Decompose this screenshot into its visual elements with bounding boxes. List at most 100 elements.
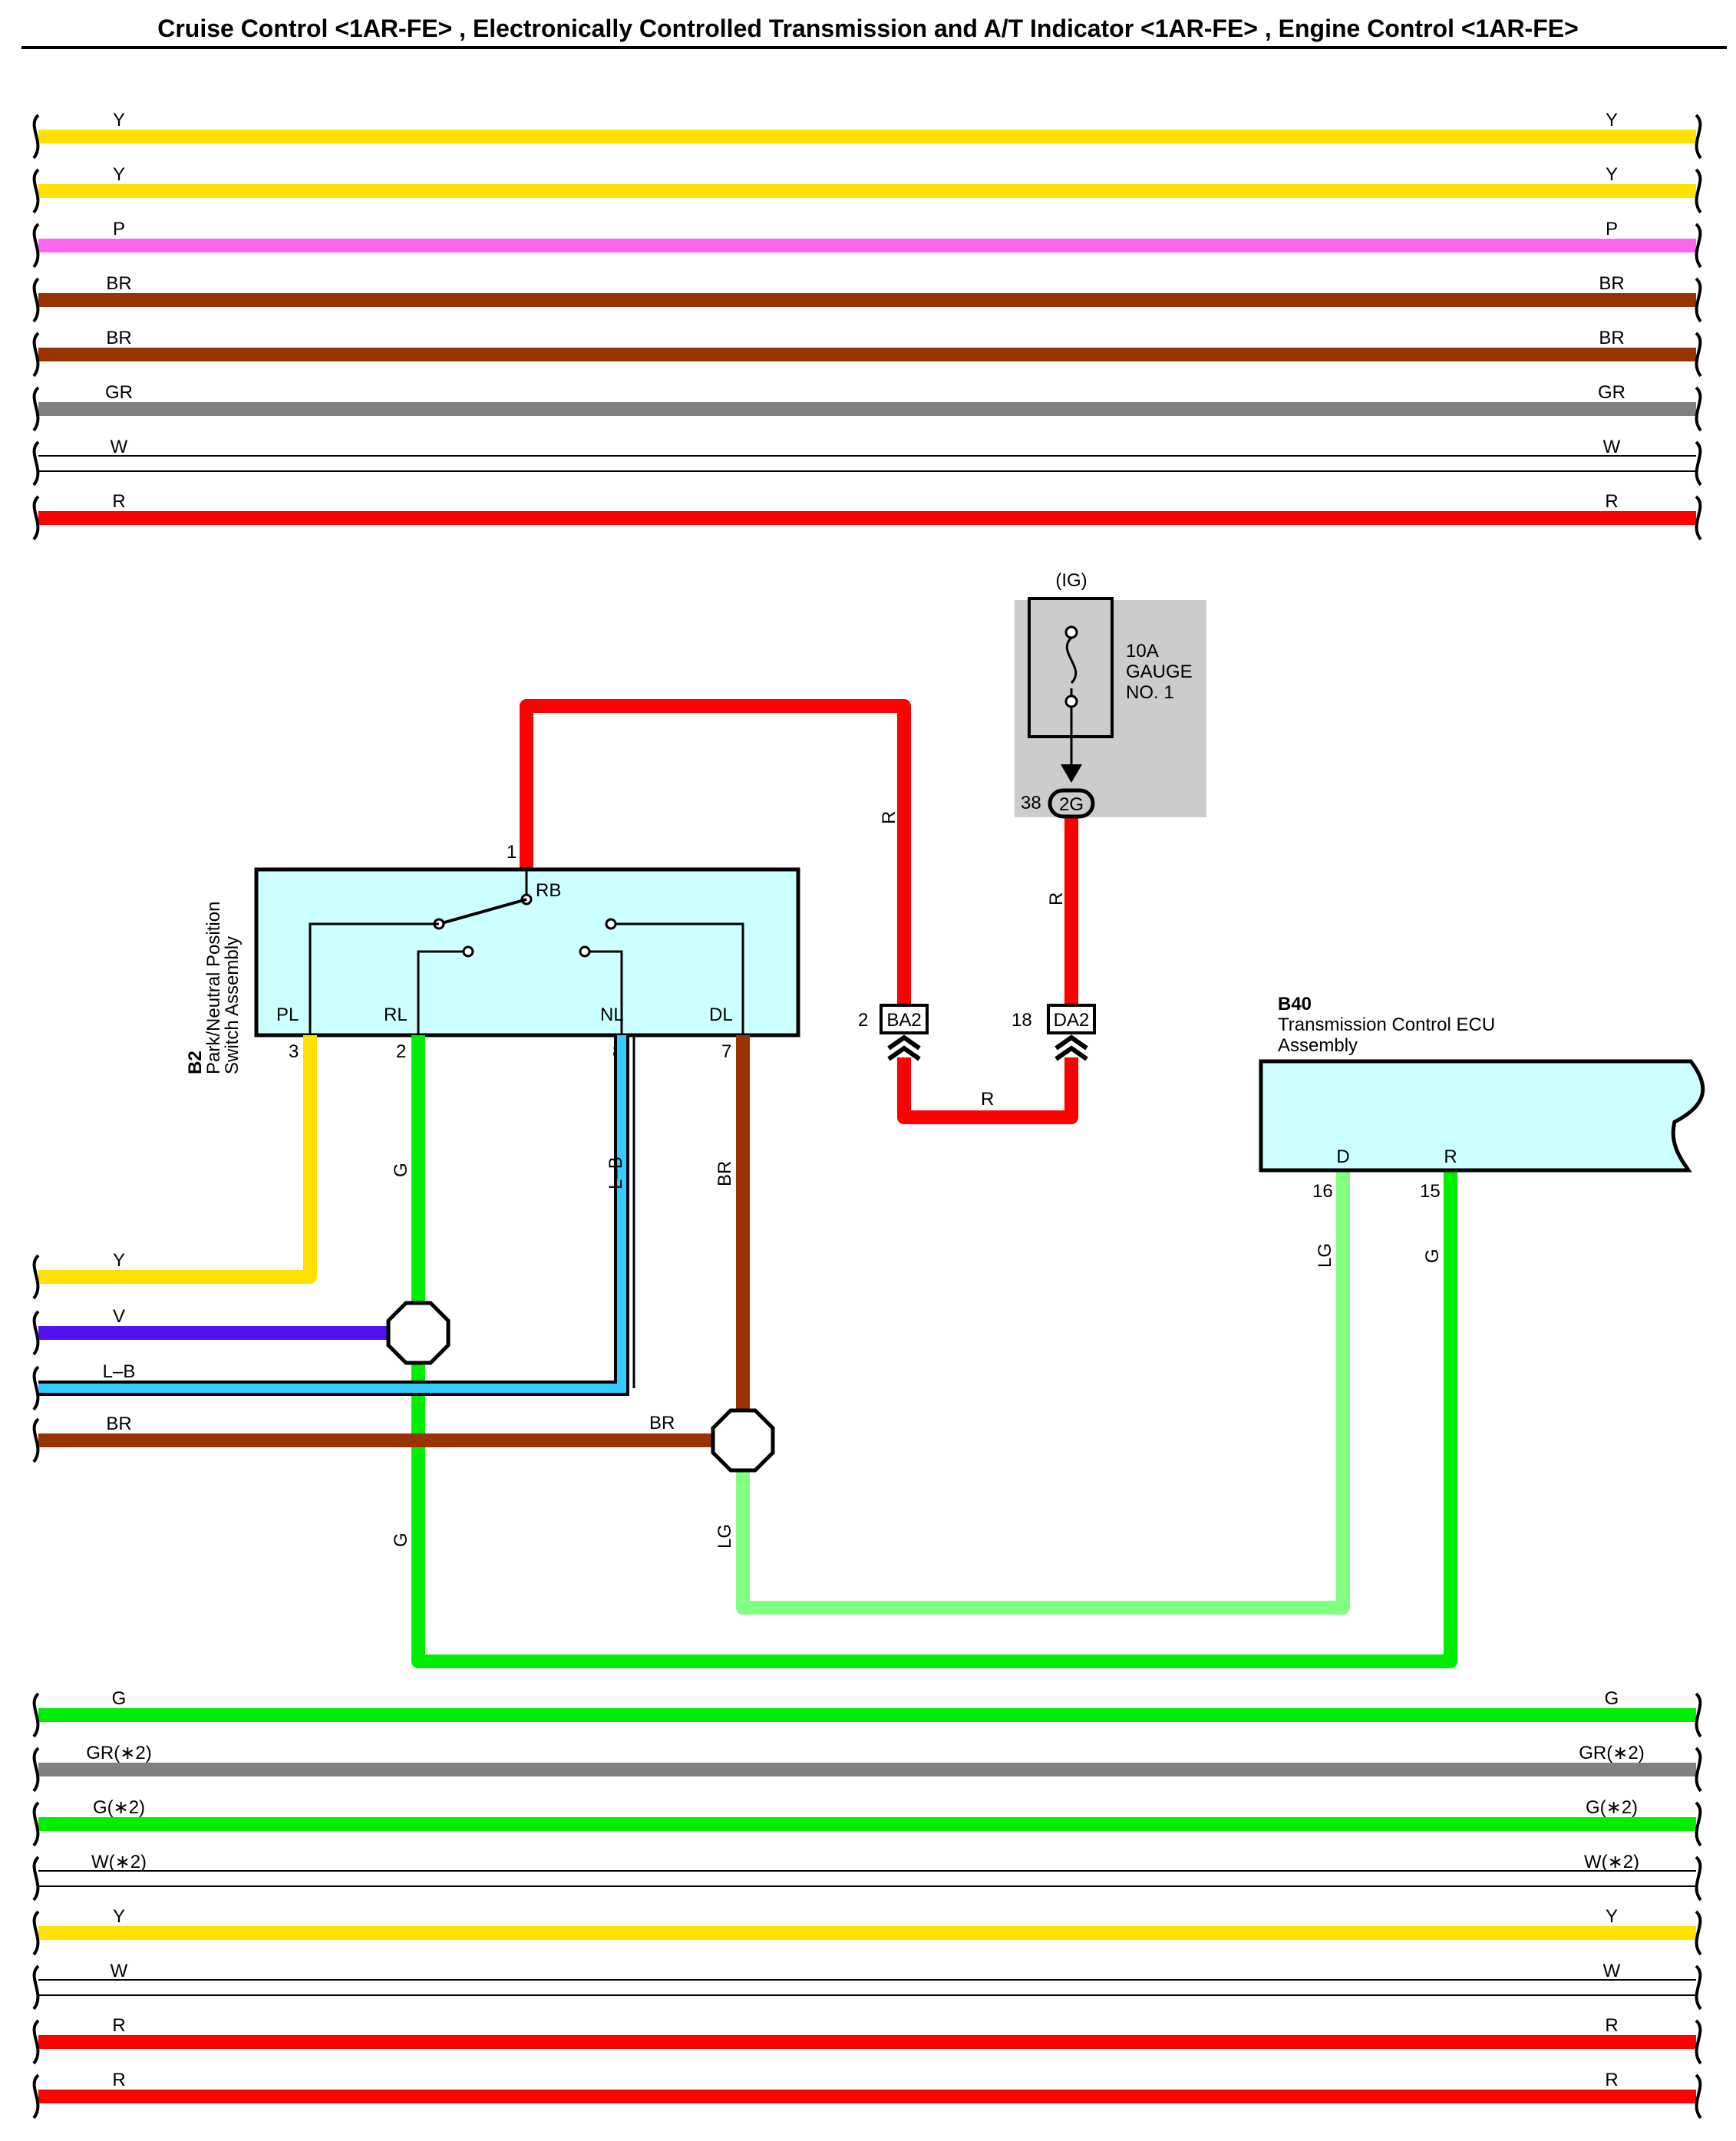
connector-2g: 2G bbox=[1048, 788, 1095, 819]
bottom-right-bracket-0 bbox=[1695, 1692, 1702, 1738]
switch-name-line1: Park/Neutral Position bbox=[203, 902, 224, 1074]
left-wire-label-2: L–B bbox=[103, 1361, 136, 1382]
fuse-number: NO. 1 bbox=[1126, 682, 1174, 703]
switch-name-line2: Switch Assembly bbox=[222, 936, 243, 1074]
connector-ba2-chevron-icon bbox=[887, 1034, 921, 1061]
switch-wiring bbox=[38, 1035, 1457, 1668]
ecu-id: B40 bbox=[1278, 994, 1312, 1014]
top-left-bracket-4 bbox=[32, 332, 40, 378]
label-rb-riser: R bbox=[879, 811, 899, 824]
label-nl-wire: L–B bbox=[606, 1156, 626, 1189]
left-wire-label-1: V bbox=[113, 1306, 125, 1327]
connector-ba2-label: BA2 bbox=[886, 1010, 921, 1031]
wire-nl-lb bbox=[38, 1035, 635, 1396]
top-right-bracket-0 bbox=[1695, 114, 1702, 160]
label-fuse-drop: R bbox=[1046, 892, 1067, 906]
bottom-label-right-5: W bbox=[1603, 1961, 1621, 1981]
bottom-left-bracket-4 bbox=[32, 1910, 40, 1956]
connector-ba2: BA2 2 bbox=[858, 1004, 929, 1061]
fuse-block: (IG) 10A GAUGE NO. 1 38 bbox=[1015, 570, 1206, 817]
top-label-left-7: R bbox=[112, 491, 125, 512]
bottom-left-bracket-7 bbox=[32, 2073, 40, 2120]
top-label-right-5: GR bbox=[1598, 382, 1625, 403]
top-right-bracket-6 bbox=[1695, 440, 1702, 487]
ecu-terminal-d: D bbox=[1336, 1146, 1349, 1167]
bottom-label-right-7: R bbox=[1605, 2070, 1618, 2090]
top-left-bracket-3 bbox=[32, 277, 40, 323]
top-right-bracket-3 bbox=[1695, 277, 1702, 323]
left-wire-group: Y V L–B BR bbox=[32, 1250, 136, 1463]
red-wiring bbox=[520, 699, 1078, 1124]
terminal-pl: PL bbox=[276, 1005, 299, 1025]
rb-pin: 1 bbox=[507, 842, 517, 863]
bottom-label-left-0: G bbox=[112, 1688, 127, 1709]
bottom-left-bracket-5 bbox=[32, 1965, 40, 2011]
wire-connector-link bbox=[897, 1057, 1078, 1124]
top-left-bracket-7 bbox=[32, 495, 40, 541]
switch-id: B2 bbox=[185, 1051, 206, 1074]
connector-2g-label: 2G bbox=[1059, 794, 1084, 815]
bottom-label-right-4: Y bbox=[1606, 1906, 1618, 1927]
top-right-bracket-2 bbox=[1695, 223, 1702, 269]
label-ecu-r: G bbox=[1422, 1249, 1443, 1263]
ecu-terminal-r: R bbox=[1444, 1146, 1457, 1167]
top-left-bracket-5 bbox=[32, 386, 40, 432]
connector-da2-pin: 18 bbox=[1012, 1010, 1032, 1031]
top-label-left-5: GR bbox=[105, 382, 133, 403]
fuse-icon bbox=[1064, 625, 1078, 708]
top-left-bracket-2 bbox=[32, 223, 40, 269]
top-label-left-1: Y bbox=[113, 164, 125, 185]
fuse-arrow-icon bbox=[1061, 764, 1082, 783]
bottom-label-left-4: Y bbox=[113, 1906, 125, 1927]
switch-blade bbox=[438, 898, 527, 925]
splice-g-v bbox=[386, 1301, 451, 1365]
fuse-pin: 38 bbox=[1021, 793, 1041, 813]
top-label-right-0: Y bbox=[1606, 110, 1618, 130]
top-right-bracket-5 bbox=[1695, 386, 1702, 432]
top-label-right-6: W bbox=[1603, 437, 1621, 457]
bottom-label-left-2: G(∗2) bbox=[93, 1797, 145, 1818]
wire-lg bbox=[736, 1170, 1350, 1615]
ecu-name-line2: Assembly bbox=[1278, 1035, 1358, 1056]
pin-dl: 7 bbox=[721, 1041, 731, 1062]
connector-da2-chevron-icon bbox=[1054, 1034, 1088, 1061]
bottom-right-bracket-4 bbox=[1695, 1910, 1702, 1956]
bottom-label-right-3: W(∗2) bbox=[1584, 1852, 1639, 1872]
left-wire-label-3: BR bbox=[106, 1414, 131, 1434]
ecu-name-line1: Transmission Control ECU bbox=[1278, 1014, 1495, 1035]
top-label-right-3: BR bbox=[1599, 273, 1624, 294]
left-bracket-3 bbox=[32, 1417, 40, 1463]
bottom-left-bracket-2 bbox=[32, 1801, 40, 1847]
bottom-left-bracket-1 bbox=[32, 1747, 40, 1793]
label-g-lower: G bbox=[391, 1532, 411, 1547]
top-left-bracket-6 bbox=[32, 440, 40, 487]
top-label-right-2: P bbox=[1606, 219, 1618, 239]
top-label-left-2: P bbox=[113, 219, 125, 239]
bottom-right-bracket-7 bbox=[1695, 2073, 1702, 2120]
bottom-right-bracket-5 bbox=[1695, 1965, 1702, 2011]
bottom-label-right-6: R bbox=[1605, 2015, 1618, 2036]
connector-ba2-pin: 2 bbox=[858, 1010, 868, 1031]
ecu-pin-r: 15 bbox=[1420, 1181, 1441, 1202]
bottom-right-bracket-3 bbox=[1695, 1856, 1702, 1902]
left-wire-label-0: Y bbox=[113, 1250, 125, 1271]
top-label-right-1: Y bbox=[1606, 164, 1618, 185]
terminal-nl: NL bbox=[600, 1005, 624, 1025]
bottom-label-left-1: GR(∗2) bbox=[86, 1743, 151, 1763]
ig-label: (IG) bbox=[1055, 570, 1087, 591]
bottom-label-left-6: R bbox=[112, 2015, 125, 2036]
splice-br-lg bbox=[711, 1408, 775, 1473]
connector-da2-label: DA2 bbox=[1054, 1010, 1090, 1031]
top-label-left-3: BR bbox=[106, 273, 131, 294]
top-label-right-7: R bbox=[1605, 491, 1618, 512]
pin-rl: 2 bbox=[396, 1041, 406, 1062]
bottom-label-right-0: G bbox=[1605, 1688, 1619, 1709]
terminal-dl: DL bbox=[709, 1005, 733, 1025]
top-right-bracket-7 bbox=[1695, 495, 1702, 541]
bottom-right-bracket-2 bbox=[1695, 1801, 1702, 1847]
top-right-bracket-1 bbox=[1695, 168, 1702, 214]
ecu-pin-d: 16 bbox=[1312, 1181, 1333, 1202]
label-rl-wire: G bbox=[391, 1163, 411, 1177]
top-label-left-4: BR bbox=[106, 328, 131, 348]
